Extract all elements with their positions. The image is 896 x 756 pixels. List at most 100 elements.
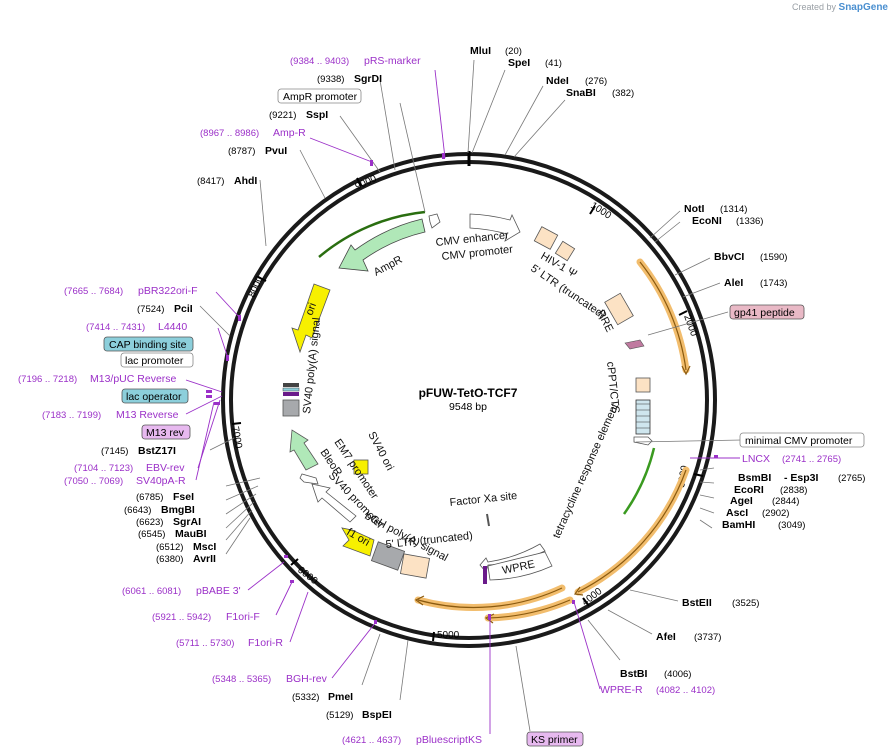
enzyme-mlui[interactable]: MluI [470,45,491,57]
primer-sv40pa-r-range: (7050 .. 7069) [64,476,123,487]
primer-m13-reverse-range: (7183 .. 7199) [42,410,101,421]
ampr-promoter-box[interactable] [277,88,362,104]
enzyme-sspi[interactable]: SspI [306,109,328,121]
enzyme-pmei[interactable]: PmeI [328,691,353,703]
primer-f1ori-r[interactable]: F1ori-R [248,637,283,649]
enzyme-msci-pos: (6512) [156,542,183,553]
sv40-ori-label[interactable]: SV40 ori [365,430,395,473]
m13-rev-box[interactable] [141,424,191,440]
enzyme-bstz17i-pos: (7145) [101,446,128,457]
primer-l4440[interactable]: L4440 [158,321,187,333]
enzyme-fsei[interactable]: FseI [173,491,194,503]
lac-operator-box[interactable] [121,388,189,404]
enzyme-pcii[interactable]: PciI [174,303,193,315]
enzyme-snabi[interactable]: SnaBI [566,87,596,99]
enzyme-bsmbi[interactable]: BsmBI [738,472,771,484]
enzyme-esp3i[interactable]: - Esp3I [784,472,819,484]
em7-promoter-arrow[interactable] [299,473,319,485]
wpre-box[interactable] [487,551,553,581]
sv40-promoter-arrow[interactable] [311,483,357,523]
ltr-truncated-box[interactable] [533,226,559,250]
primer-pbluescriptks[interactable]: pBluescriptKS [416,734,482,746]
sv40-ori-box[interactable] [353,459,369,475]
cppt-cts-box[interactable] [635,377,651,393]
enzyme-spei[interactable]: SpeI [508,57,530,69]
primer-wpre-r[interactable]: WPRE-R [600,684,643,696]
enzyme-alei-pos: (1743) [760,278,787,289]
primer-ebv-rev[interactable]: EBV-rev [146,462,185,474]
ampr-promoter-label: AmpR promoter [283,91,358,103]
factor-xa-label[interactable]: Factor Xa site [449,490,518,509]
enzyme-alei[interactable]: AleI [724,277,743,289]
tre-box[interactable] [635,399,651,435]
brand-prefix: Created by [791,2,837,12]
enzyme-bmgbi[interactable]: BmgBI [161,504,195,516]
primer-f1ori-f[interactable]: F1ori-F [226,611,260,623]
ltr3-box[interactable] [399,553,431,579]
enzyme-msci[interactable]: MscI [193,541,216,553]
enzyme-agei[interactable]: AgeI [730,495,753,507]
enzyme-pmei-pos: (5332) [292,692,319,703]
f1-ori-arrow[interactable] [341,527,375,557]
enzyme-econi-pos: (1336) [736,216,763,227]
enzyme-sgrai[interactable]: SgrAI [173,516,201,528]
cppt-cts-label[interactable]: cPPT/CTS [604,361,621,414]
tre-label[interactable]: tetracycline response element [551,402,621,540]
bleor-arrow[interactable] [289,429,319,471]
enzyme-bsteii[interactable]: BstEII [682,597,712,609]
enzyme-bamhi[interactable]: BamHI [722,519,755,531]
primer-pbabe3[interactable]: pBABE 3' [196,585,241,597]
min-cmv-arrow[interactable] [633,436,653,446]
hiv-psi-box[interactable] [554,240,576,262]
primer-labels: pRS-marker (9384 .. 9403) Amp-R (8967 ..… [18,55,841,746]
orange-arc-outer-1[interactable] [636,258,690,374]
enzyme-bmgbi-pos: (6643) [124,505,151,516]
primer-wpre-r-range: (4082 .. 4102) [656,685,715,696]
enzyme-bstbi[interactable]: BstBI [620,668,648,680]
enzyme-bsteii-pos: (3525) [732,598,759,609]
enzyme-bspei[interactable]: BspEI [362,709,392,721]
enzyme-maubi[interactable]: MauBI [175,528,207,540]
primer-m13-puc-reverse[interactable]: M13/pUC Reverse [90,373,177,385]
enzyme-ahdi[interactable]: AhdI [234,175,257,187]
ori-label[interactable]: ori [304,301,319,317]
cmv-enhancer-arrow[interactable] [469,213,521,242]
primer-amp-r[interactable]: Amp-R [273,127,306,139]
primer-sv40pa-r[interactable]: SV40pA-R [136,475,186,487]
ampr-label[interactable]: AmpR [372,254,405,279]
enzyme-pvui[interactable]: PvuI [265,145,287,157]
ampr-promoter-arrow[interactable] [428,213,441,229]
ori-arrow[interactable] [291,283,331,354]
ampr-feature-arrow[interactable] [338,218,426,272]
bgh-polya-box[interactable] [370,541,406,571]
enzyme-afei[interactable]: AfeI [656,631,676,643]
cap-binding-site-box[interactable] [103,336,194,352]
primer-lncx[interactable]: LNCX [742,453,770,465]
enzyme-snabi-pos: (382) [612,88,634,99]
enzyme-avrii[interactable]: AvrII [193,553,216,565]
tick-label-5000: 5000 [437,630,460,641]
primer-pbr322ori-f[interactable]: pBR322ori-F [138,285,198,297]
factor-xa-mark[interactable] [486,513,490,527]
gp41-peptide-box[interactable] [729,304,805,320]
enzyme-bstz17i[interactable]: BstZ17I [138,445,176,457]
primer-m13-puc-reverse-range: (7196 .. 7218) [18,374,77,385]
gp41-peptide-mark[interactable] [624,339,645,350]
enzyme-noti[interactable]: NotI [684,203,704,215]
lac-promoter-box[interactable] [120,352,194,368]
enzyme-ecori[interactable]: EcoRI [734,484,764,496]
primer-bgh-rev[interactable]: BGH-rev [286,673,328,685]
enzyme-bbvci[interactable]: BbvCI [714,251,744,263]
primer-m13-reverse[interactable]: M13 Reverse [116,409,179,421]
lac-promoter-mark [282,387,300,392]
rre-box[interactable] [604,292,634,326]
enzyme-afei-pos: (3737) [694,632,721,643]
min-cmv-promoter-box[interactable] [739,432,865,448]
sv40-polya-box[interactable] [282,399,300,417]
primer-prs-marker[interactable]: pRS-marker [364,55,421,67]
enzyme-econi[interactable]: EcoNI [692,215,722,227]
ks-primer-box[interactable] [526,731,584,747]
enzyme-sgrdi[interactable]: SgrDI [354,73,382,85]
enzyme-asci[interactable]: AscI [726,507,748,519]
enzyme-ndei[interactable]: NdeI [546,75,569,87]
